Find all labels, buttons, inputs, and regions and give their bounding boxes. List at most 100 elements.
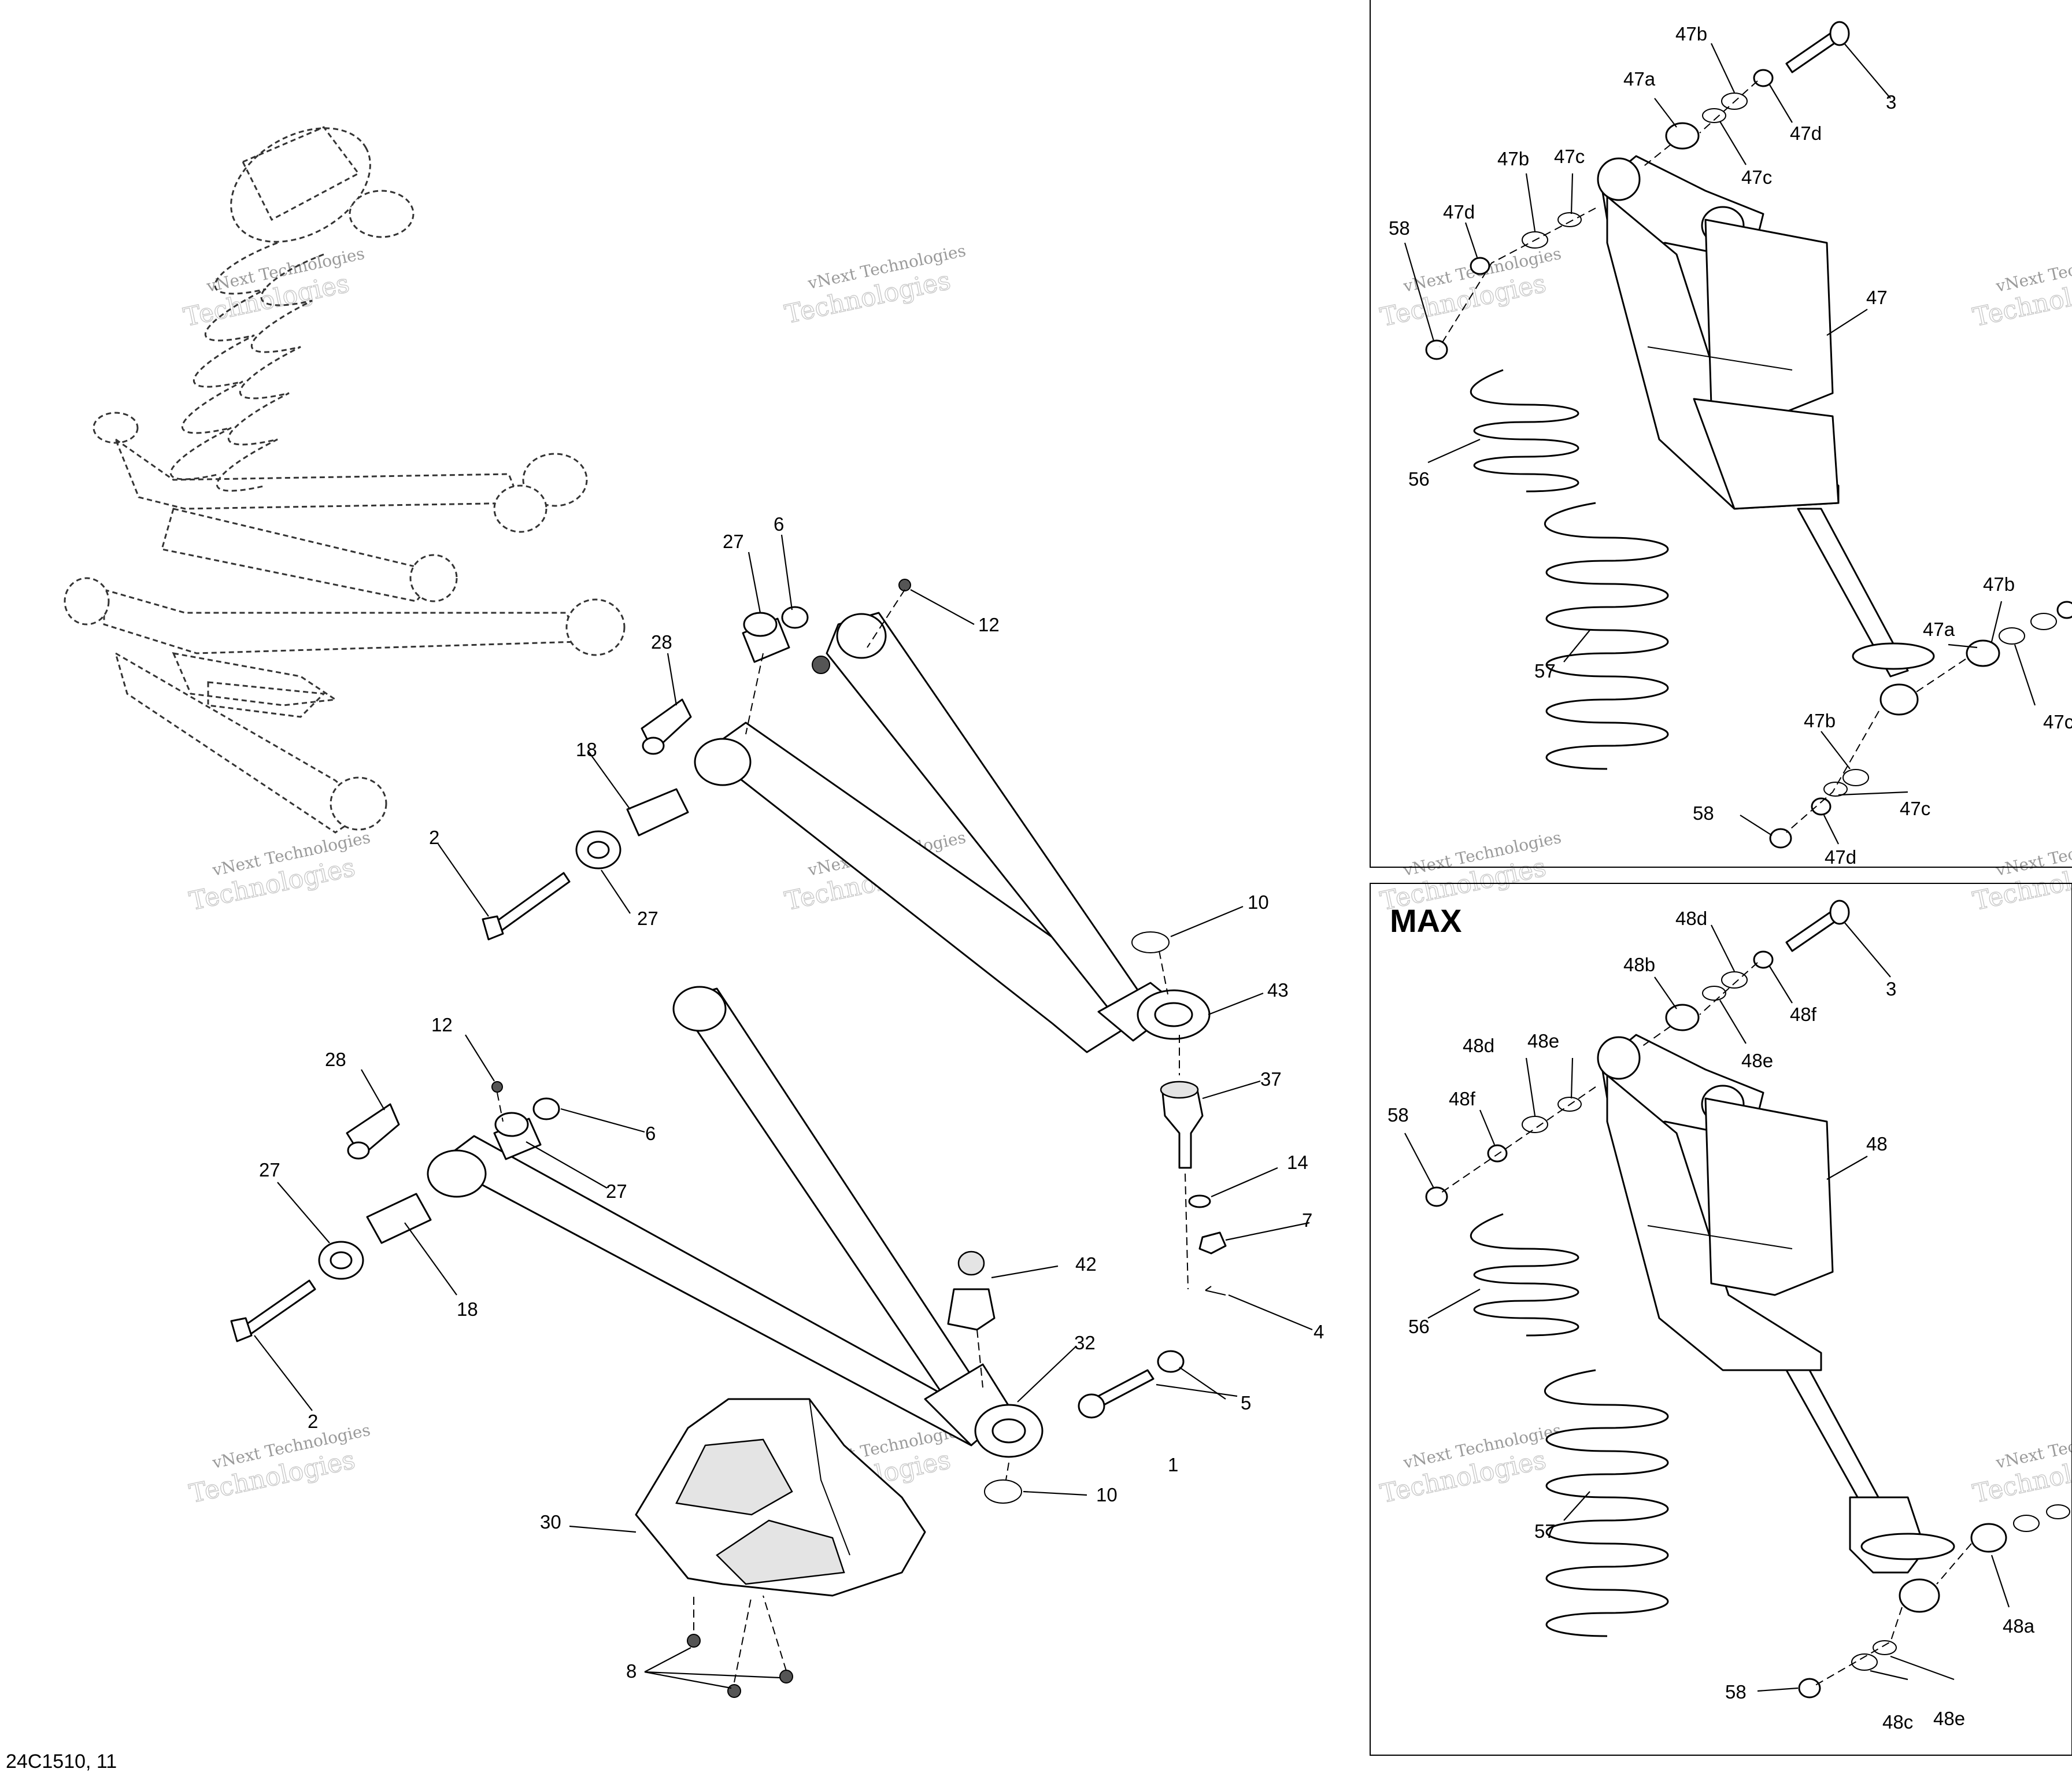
lower-arm-hardware xyxy=(230,1081,1185,1698)
nut-8-c xyxy=(779,1670,793,1684)
lower-a-arm xyxy=(427,986,1044,1597)
label-47d: 47d xyxy=(1790,123,1822,144)
bushing-6-upper xyxy=(781,606,809,629)
washer-47b-bottom-a xyxy=(2030,613,2057,630)
bushing-48b-top xyxy=(1665,1004,1700,1031)
label-58: 58 xyxy=(1693,802,1714,824)
nut-47d-bottom xyxy=(1811,797,1832,816)
label-48c: 48c xyxy=(1882,1711,1913,1733)
label-28: 28 xyxy=(325,1049,346,1070)
grease-fitting-12-lower xyxy=(491,1081,503,1093)
label-48: 48 xyxy=(1866,1133,1888,1155)
nut-58-max-left xyxy=(1425,1186,1448,1207)
cotter-pin-4 xyxy=(1205,1286,1226,1296)
circlip-10-lower xyxy=(984,1479,1022,1504)
bolt-2-upper xyxy=(490,872,571,935)
label-12: 12 xyxy=(978,614,1000,635)
panel-frame-standard xyxy=(1370,0,2072,868)
label-28: 28 xyxy=(651,631,672,653)
label-2: 2 xyxy=(308,1411,318,1432)
label-4: 4 xyxy=(1314,1321,1324,1342)
label-48b: 48b xyxy=(1623,954,1655,975)
label-18: 18 xyxy=(457,1298,478,1320)
circlip-10-upper xyxy=(1131,931,1170,953)
part-labels: 27 6 12 28 18 2 27 10 43 37 14 7 42 4 32… xyxy=(6,23,2072,1773)
nut-47d-top xyxy=(1753,69,1774,87)
washer-47b-left xyxy=(1522,231,1548,249)
overview-suspension-ghost xyxy=(64,126,626,834)
bushing-47a-top xyxy=(1665,122,1700,150)
upper-arm-hardware xyxy=(482,579,1227,1296)
label-6: 6 xyxy=(645,1123,656,1144)
label-14: 14 xyxy=(1287,1152,1308,1173)
label-58: 58 xyxy=(1389,217,1410,239)
label-10: 10 xyxy=(1248,891,1269,913)
label-37: 37 xyxy=(1260,1068,1282,1090)
nut-58-max-bottom xyxy=(1798,1678,1821,1699)
leader-lines xyxy=(254,43,2036,1692)
spring-57-standard xyxy=(1544,502,1669,770)
label-57: 57 xyxy=(1534,1520,1556,1542)
label-1: 1 xyxy=(1168,1454,1178,1475)
shock-48-max xyxy=(1425,900,2070,1699)
label-5: 5 xyxy=(1241,1392,1251,1414)
washer-48d-top xyxy=(1721,971,1748,989)
label-47c: 47c xyxy=(1741,166,1772,188)
nut-58-left xyxy=(1425,339,1448,360)
label-47a: 47a xyxy=(1923,619,1955,640)
nut-7 xyxy=(1198,1231,1227,1255)
label-3: 3 xyxy=(1886,91,1896,113)
shock-47-standard xyxy=(1425,21,2072,849)
washer-14 xyxy=(1188,1194,1211,1208)
label-30: 30 xyxy=(540,1511,561,1533)
label-27: 27 xyxy=(259,1159,280,1181)
bushing-48a xyxy=(1970,1523,2007,1553)
nut-48f-left xyxy=(1487,1144,1508,1163)
sleeve-18-lower xyxy=(366,1193,432,1244)
washer-48c xyxy=(1851,1653,1878,1671)
label-47b: 47b xyxy=(1497,148,1529,169)
label-7: 7 xyxy=(1302,1209,1312,1231)
drawing-code: 24C1510, 11 xyxy=(6,1751,117,1773)
label-48a: 48a xyxy=(2003,1615,2035,1637)
label-48e: 48e xyxy=(1741,1050,1773,1071)
label-47a: 47a xyxy=(1623,68,1656,90)
panel-title-max: MAX xyxy=(1390,902,1462,939)
label-56: 56 xyxy=(1408,468,1430,490)
panel-frame-max xyxy=(1370,883,2072,1756)
label-47b: 47b xyxy=(1675,23,1707,45)
label-27: 27 xyxy=(637,908,658,929)
label-27: 27 xyxy=(606,1181,627,1202)
label-56: 56 xyxy=(1408,1316,1430,1337)
label-47c: 47c xyxy=(1554,146,1585,167)
ball-joint-42 xyxy=(947,1288,996,1331)
label-57: 57 xyxy=(1534,660,1556,682)
sleeve-18-upper xyxy=(626,788,689,837)
label-27: 27 xyxy=(723,531,744,552)
label-10: 10 xyxy=(1096,1484,1118,1505)
nut-5 xyxy=(1157,1350,1185,1373)
label-58: 58 xyxy=(1388,1104,1409,1126)
bushing-47a-bottom xyxy=(1966,639,2000,667)
upper-a-arm xyxy=(694,612,1211,1053)
label-8: 8 xyxy=(626,1660,637,1682)
washer-48e-left xyxy=(1557,1097,1582,1112)
spring-57-max xyxy=(1544,1369,1669,1637)
label-48f: 48f xyxy=(1790,1004,1817,1025)
washer-48d-left xyxy=(1522,1116,1548,1133)
label-48e: 48e xyxy=(1933,1708,1965,1729)
label-47: 47 xyxy=(1866,287,1888,308)
label-42: 42 xyxy=(1075,1253,1097,1275)
spring-56-max xyxy=(1470,1213,1579,1337)
nut-58-bottom xyxy=(1769,828,1792,849)
label-6: 6 xyxy=(774,513,784,535)
washer-47c-top xyxy=(1702,108,1726,123)
label-47b: 47b xyxy=(1804,710,1836,731)
washer-47c-bottom-b xyxy=(1823,782,1848,797)
spring-56-standard xyxy=(1470,369,1579,493)
bushing-6-lower xyxy=(532,1097,560,1120)
label-48e: 48e xyxy=(1527,1030,1559,1052)
label-47b: 47b xyxy=(1983,574,2015,595)
label-47c: 47c xyxy=(1900,798,1930,819)
